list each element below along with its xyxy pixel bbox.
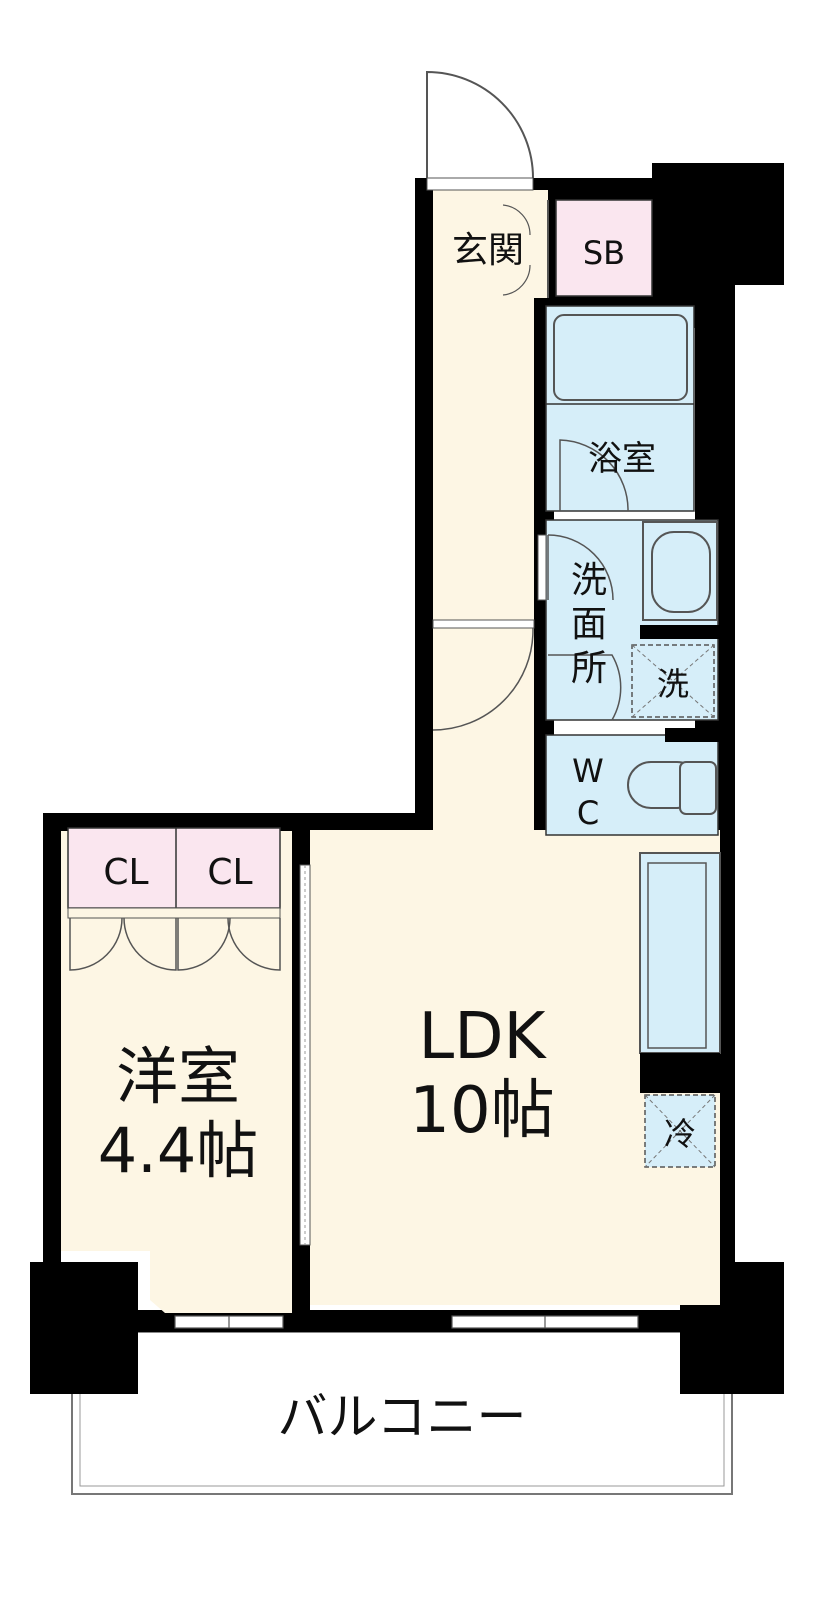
shoe-box-label: SB <box>583 234 625 272</box>
wc-label-w: W <box>572 752 604 790</box>
fridge-label: 冷 <box>664 1115 696 1153</box>
bath-label: 浴室 <box>588 439 656 479</box>
genkan-floor <box>433 190 548 298</box>
washroom <box>545 519 720 721</box>
ldk-size: 10帖 <box>409 1074 554 1148</box>
closets <box>67 827 281 971</box>
ldk-door <box>432 626 534 731</box>
wc-label-c: C <box>577 794 599 832</box>
genkan-label: 玄関 <box>452 230 524 271</box>
windows <box>174 1315 639 1329</box>
balcony-label: バルコニー <box>278 1388 527 1446</box>
washroom-label-3: 所 <box>571 648 607 689</box>
washer-label: 洗 <box>657 665 689 703</box>
ldk-name: LDK <box>419 1000 548 1074</box>
entrance-door <box>426 70 534 191</box>
washroom-label-1: 洗 <box>571 560 607 601</box>
kitchen <box>639 852 721 1168</box>
closet-right-label: CL <box>207 852 252 893</box>
western-room-size: 4.4帖 <box>98 1114 259 1187</box>
wc <box>545 728 720 836</box>
washer-space <box>631 644 715 718</box>
closet-left-label: CL <box>103 852 148 893</box>
shoe-box <box>555 199 653 297</box>
washroom-label-2: 面 <box>571 604 607 645</box>
bathroom <box>545 305 695 512</box>
western-room-name: 洋室 <box>116 1040 240 1113</box>
